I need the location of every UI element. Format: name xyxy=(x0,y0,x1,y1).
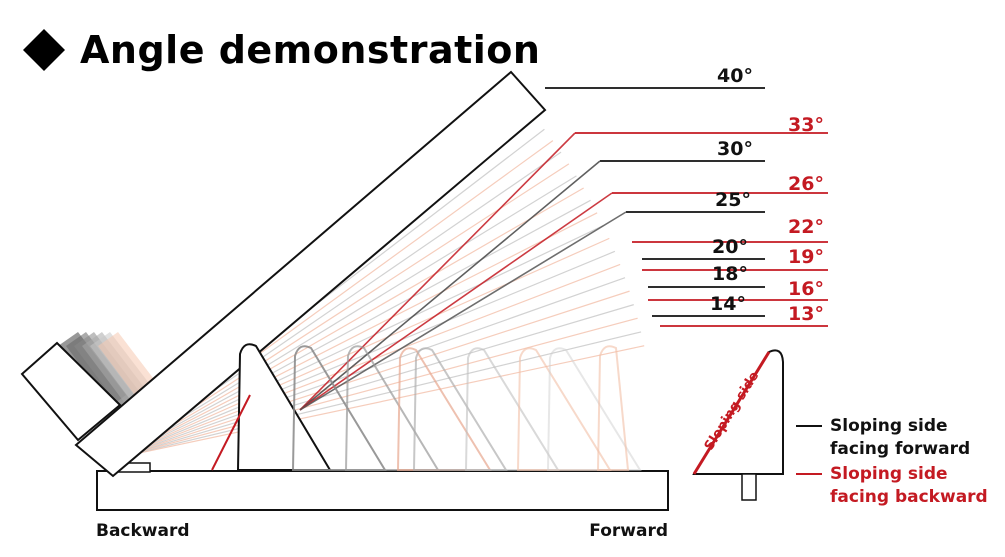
fan-line xyxy=(115,175,577,459)
legend-forward-line1: Sloping side xyxy=(830,416,948,436)
fan-line xyxy=(115,290,630,459)
title-text: Angle demonstration xyxy=(80,28,541,72)
wedge-ghost xyxy=(546,347,642,471)
angle-lines-group xyxy=(299,87,828,411)
wedge-ghost xyxy=(412,347,508,471)
legend-wedge-peg xyxy=(741,473,757,501)
back-board-block xyxy=(20,341,122,442)
legend-sloping-edge xyxy=(692,351,771,475)
wedges-group xyxy=(211,343,642,471)
fan-line xyxy=(115,199,591,459)
angle-label-black: 25° xyxy=(715,189,751,211)
fan-line xyxy=(115,263,621,459)
legend-backward-line1: Sloping side xyxy=(830,464,948,484)
angle-label-red: 33° xyxy=(788,114,824,136)
wedge-ghost xyxy=(396,347,492,471)
fan-line xyxy=(115,331,642,459)
red-wedge-edge xyxy=(211,394,251,471)
wedge-ghost xyxy=(291,345,387,471)
angle-label-black: 40° xyxy=(717,65,753,87)
angle-label-black: 14° xyxy=(710,293,746,315)
page-title: Angle demonstration xyxy=(22,22,540,78)
board-edge-line xyxy=(299,211,627,411)
fan-line xyxy=(115,212,598,459)
diamond-icon xyxy=(23,29,65,71)
base-plate xyxy=(96,470,669,511)
fan-line xyxy=(115,345,645,459)
angle-labels-group: 40° 30° 25° 20° 18° 14° 33° 26° 22° 19° 16° 13° xyxy=(710,65,824,325)
wedge-ghost xyxy=(596,345,630,471)
angle-label-red: 22° xyxy=(788,216,824,238)
fan-line xyxy=(115,317,638,459)
label-backward: Backward xyxy=(96,521,190,541)
legend-forward-line2: facing forward xyxy=(830,439,970,459)
angle-label-red: 19° xyxy=(788,246,824,268)
label-forward: Forward xyxy=(589,521,668,541)
legend-wedge xyxy=(692,349,784,475)
angle-label-red: 26° xyxy=(788,173,824,195)
fan-line xyxy=(115,224,604,459)
angle-label-black: 20° xyxy=(712,236,748,258)
board-edge-line xyxy=(299,132,576,411)
legend-backward-line2: facing backward xyxy=(830,487,988,507)
fan-line xyxy=(115,187,584,459)
angle-label-red: 16° xyxy=(788,278,824,300)
wedge-ghost xyxy=(344,345,440,471)
wedge-solid xyxy=(236,343,332,471)
board-edge-line xyxy=(299,192,613,411)
wedge-ghost xyxy=(464,347,560,471)
angle-label-red: 13° xyxy=(788,303,824,325)
main-board-group xyxy=(74,70,547,478)
fan-line xyxy=(115,304,634,459)
angle-label-black: 30° xyxy=(717,138,753,160)
wedge-ghost xyxy=(516,347,612,471)
board-edge-line xyxy=(299,160,601,411)
main-board xyxy=(74,70,547,478)
angle-label-black: 18° xyxy=(712,263,748,285)
